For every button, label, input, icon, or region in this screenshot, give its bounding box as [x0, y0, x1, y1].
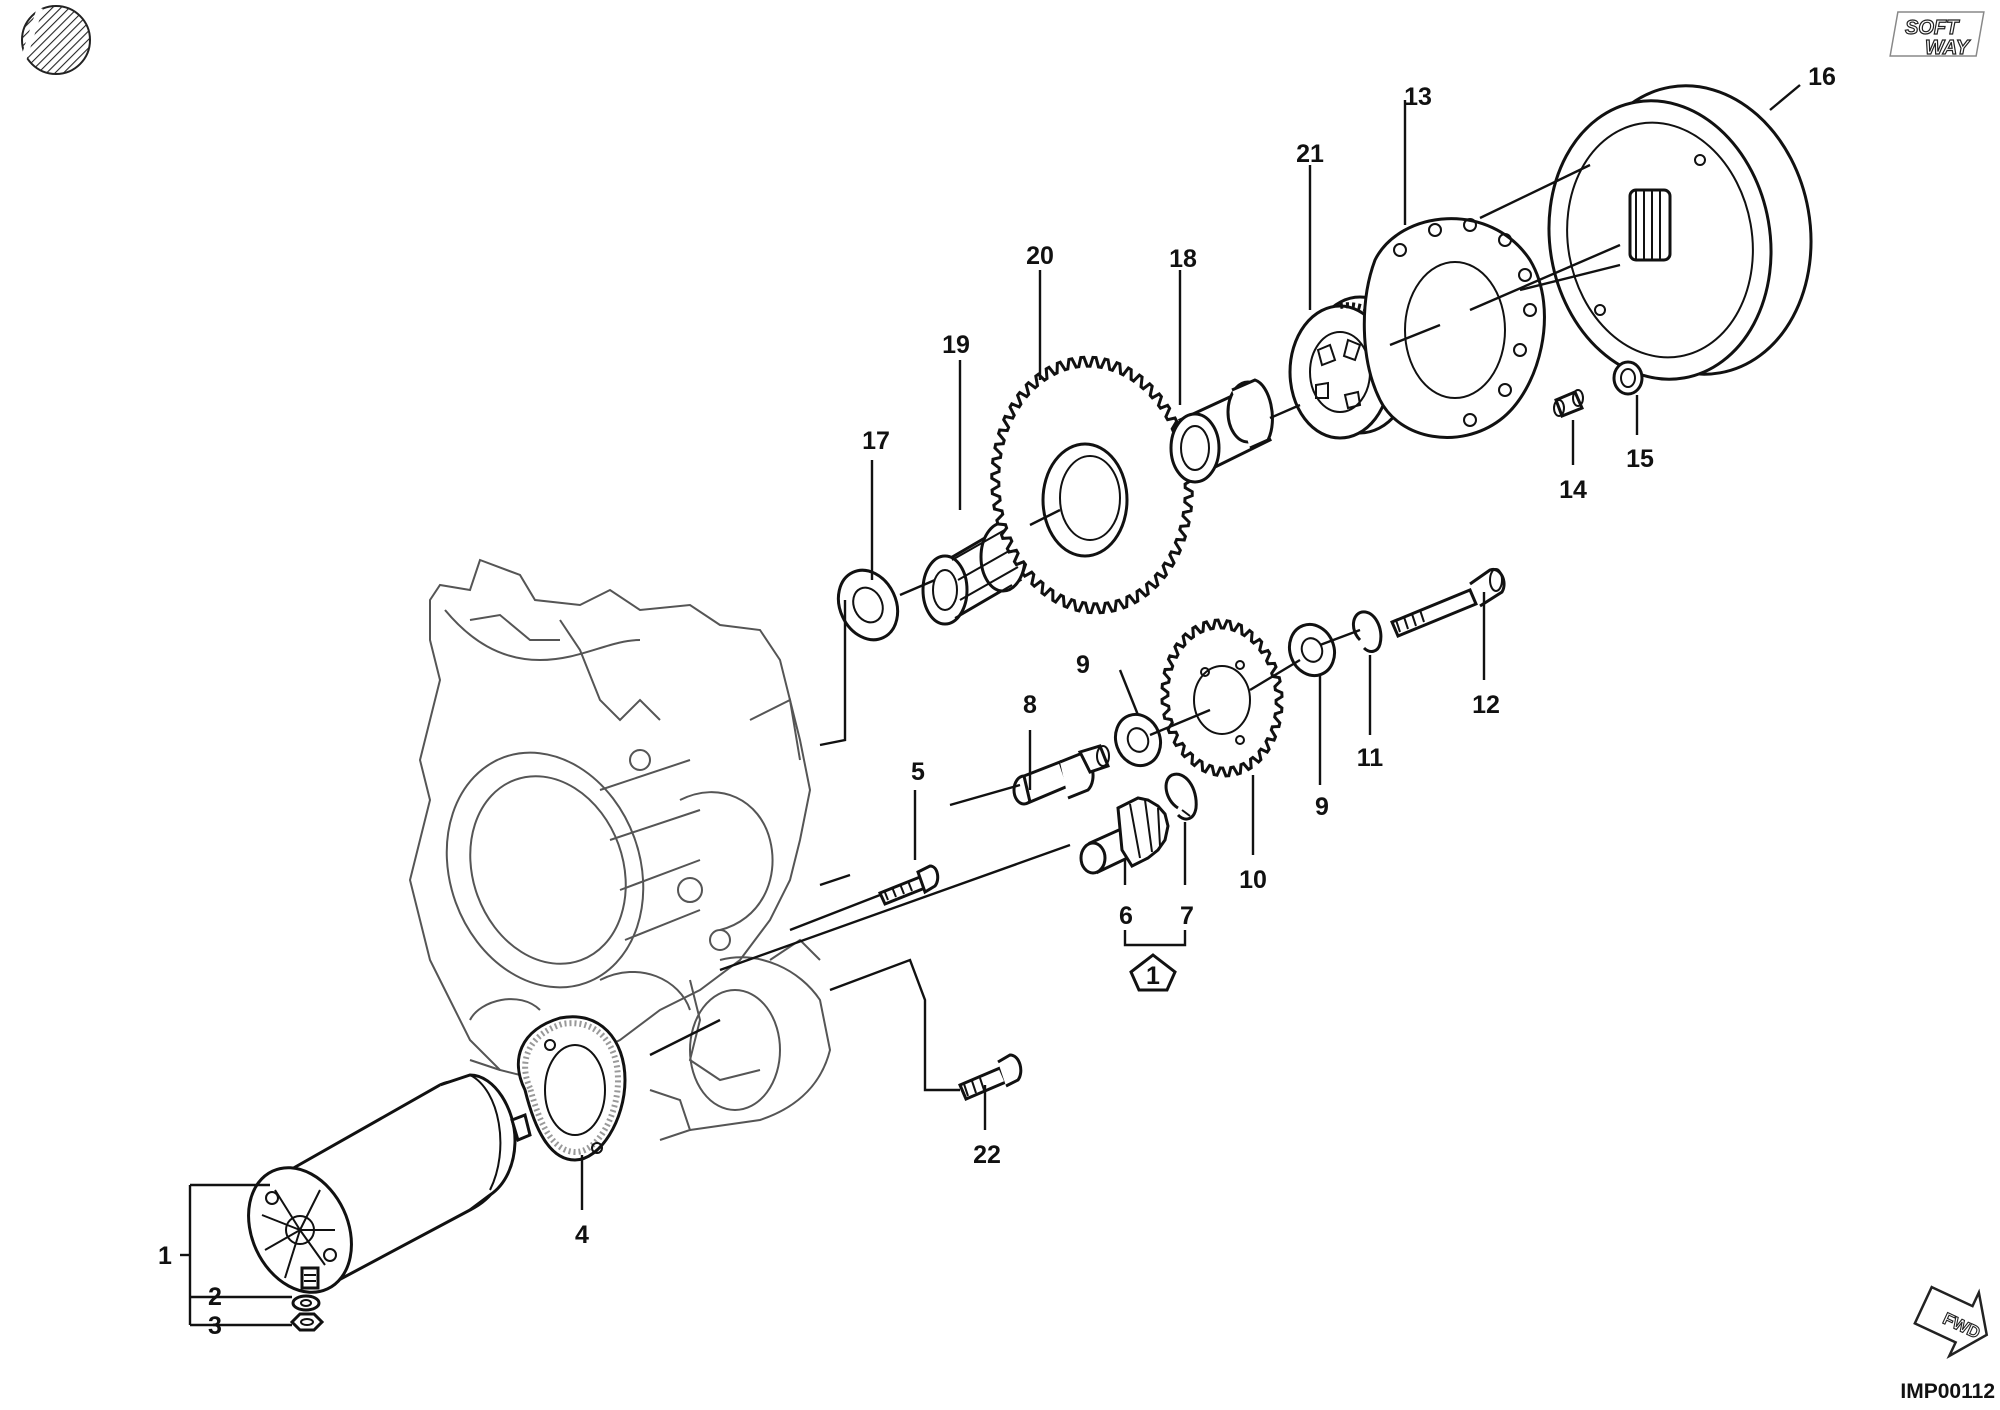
drawing-code: IMP00112	[1900, 1380, 1995, 1403]
callout-9-left: 9	[1076, 651, 1090, 679]
starter-nut	[289, 1312, 325, 1332]
callout-17: 17	[862, 427, 890, 455]
kit-symbol: 1	[1129, 953, 1177, 992]
starter-motor	[247, 1073, 532, 1294]
callout-18: 18	[1169, 245, 1197, 273]
screw-5	[877, 864, 940, 906]
callout-21: 21	[1296, 140, 1324, 168]
brand-logo-line1: SOFT	[1905, 17, 1960, 39]
idler-shaft	[1012, 744, 1110, 806]
stud-14	[1553, 389, 1584, 418]
callout-19: 19	[942, 331, 970, 359]
starter-intermediate-gear	[990, 355, 1194, 615]
circlip-7	[1164, 772, 1198, 821]
callout-15: 15	[1626, 445, 1654, 473]
bushing-sleeve	[1169, 378, 1274, 484]
thrust-washer-left	[1113, 712, 1163, 768]
screw-22	[958, 1053, 1023, 1101]
callout-7: 7	[1180, 902, 1194, 930]
callout-10: 10	[1239, 866, 1267, 894]
engine-crankcase-outline	[408, 558, 832, 1141]
hatched-circle-icon	[17, 5, 91, 75]
callout-6: 6	[1119, 902, 1133, 930]
assembly-axis-lines	[649, 163, 1621, 1092]
nut-15	[1612, 360, 1644, 396]
callout-22: 22	[973, 1141, 1001, 1169]
thrust-washer-right	[1287, 622, 1337, 678]
callout-5: 5	[911, 758, 925, 786]
callout-3: 3	[208, 1312, 222, 1340]
idler-gear	[1160, 618, 1284, 778]
callout-11: 11	[1357, 744, 1384, 772]
callout-9-right: 9	[1315, 793, 1329, 821]
callout-16: 16	[1808, 63, 1836, 91]
callout-4: 4	[575, 1221, 589, 1249]
brand-logo: SOFT WAY	[1889, 11, 1985, 60]
starter-washer	[291, 1294, 321, 1312]
alternator-rotor	[1547, 84, 1813, 381]
callout-12: 12	[1472, 691, 1500, 719]
kit-symbol-label: 1	[1146, 962, 1160, 990]
brand-logo-line2: WAY	[1925, 37, 1971, 59]
callout-13: 13	[1404, 83, 1432, 111]
freewheel-flange	[1362, 217, 1546, 439]
callout-14: 14	[1559, 476, 1587, 504]
callout-leaders	[180, 84, 1801, 1327]
callout-2: 2	[208, 1283, 222, 1311]
forward-direction-arrow: FWD	[1913, 1285, 1989, 1359]
small-pinion-gear	[1079, 796, 1170, 875]
circlip-11	[1352, 610, 1383, 653]
callout-20: 20	[1026, 242, 1054, 270]
gasket-flange	[516, 1015, 627, 1162]
thrust-washer-17	[836, 568, 900, 642]
long-bolt-12	[1390, 567, 1506, 638]
callout-numbers: 1 2 3 4 5 6 7 8 9 9 10 11 12 13 14 15 16…	[158, 63, 1836, 1340]
callout-1: 1	[158, 1242, 172, 1270]
callout-8: 8	[1023, 691, 1037, 719]
